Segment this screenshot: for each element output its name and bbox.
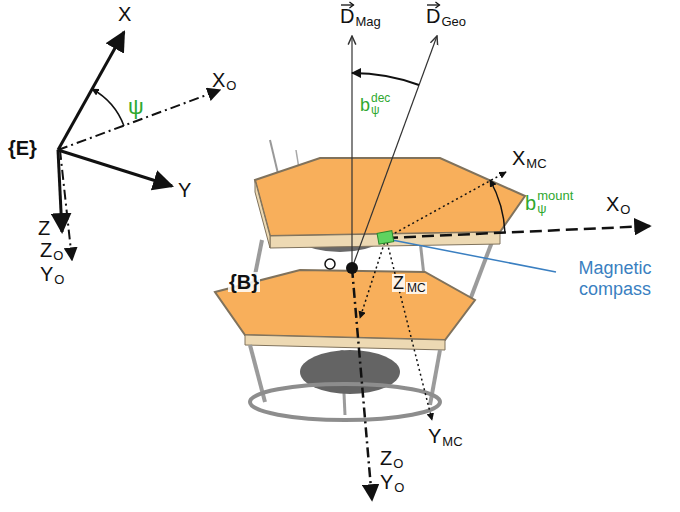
body-frame bbox=[325, 36, 437, 500]
axis-subscript: ψ bbox=[371, 104, 380, 116]
axis-subscript: MC bbox=[526, 157, 546, 170]
axis-subscript: ψ bbox=[537, 202, 546, 215]
axis-label: b bbox=[360, 96, 370, 114]
axis-label: D bbox=[426, 6, 440, 26]
axis-label: ψ bbox=[128, 96, 144, 118]
axis-subscript: Mag bbox=[355, 15, 380, 28]
axis-subscript: O bbox=[54, 273, 64, 286]
axis-subscript: dec bbox=[371, 92, 390, 104]
axis-label: X bbox=[512, 148, 525, 168]
axis-label: Y bbox=[380, 472, 393, 492]
axis-label: Y bbox=[40, 264, 53, 284]
axis-subscript: MC bbox=[406, 282, 427, 294]
axis-subscript: Geo bbox=[441, 15, 466, 28]
axis-label: b bbox=[525, 193, 536, 213]
rov-picture bbox=[215, 140, 525, 420]
axis-subscript: O bbox=[393, 457, 403, 470]
axis-subscript: O bbox=[394, 481, 404, 494]
axis-label: Y bbox=[178, 180, 191, 200]
axis-label: X bbox=[212, 70, 225, 90]
axis-label: {E} bbox=[8, 138, 37, 158]
axis-label: Z bbox=[380, 448, 392, 468]
axis-label: Z bbox=[40, 240, 52, 260]
axis-subscript: mount bbox=[537, 189, 573, 202]
earth-frame bbox=[58, 32, 220, 260]
axis-label: {B} bbox=[228, 272, 260, 292]
axis-subscript: O bbox=[53, 249, 63, 262]
axis-subscript: O bbox=[620, 203, 630, 216]
axis-label: Y bbox=[428, 426, 441, 446]
axis-label: X bbox=[118, 4, 131, 24]
axis-label: D bbox=[340, 6, 354, 26]
axis-label: Z bbox=[38, 218, 50, 238]
axis-label: Magnetic compass bbox=[560, 258, 670, 299]
axis-subscript: O bbox=[226, 79, 236, 92]
axis-subscript: MC bbox=[442, 435, 462, 448]
axis-label: Z bbox=[392, 274, 405, 292]
axis-label: X bbox=[606, 194, 619, 214]
